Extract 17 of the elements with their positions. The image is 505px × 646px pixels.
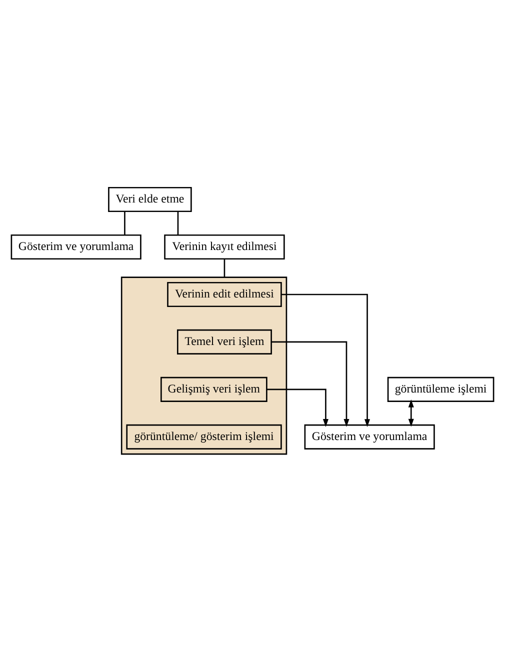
node-box: Gösterim ve yorumlama: [10, 234, 142, 260]
connector: [177, 211, 179, 234]
node-box: Verinin kayıt edilmesi: [164, 234, 285, 260]
node-box: Gösterim ve yorumlama: [304, 424, 435, 449]
node-box: Verinin edit edilmesi: [167, 281, 282, 307]
node-box: görüntüleme işlemi: [387, 376, 494, 402]
node-box: görüntüleme/ gösterim işlemi: [126, 424, 282, 449]
arrow: [281, 293, 370, 427]
connector: [224, 258, 226, 277]
node-box: Veri elde etme: [108, 186, 192, 212]
arrow: [408, 398, 414, 426]
arrow: [271, 340, 350, 426]
connector: [124, 211, 126, 234]
node-box: Temel veri işlem: [176, 328, 272, 354]
cluster: [120, 276, 288, 454]
arrow: [266, 388, 328, 426]
node-box: Gelişmiş veri işlem: [160, 376, 268, 402]
